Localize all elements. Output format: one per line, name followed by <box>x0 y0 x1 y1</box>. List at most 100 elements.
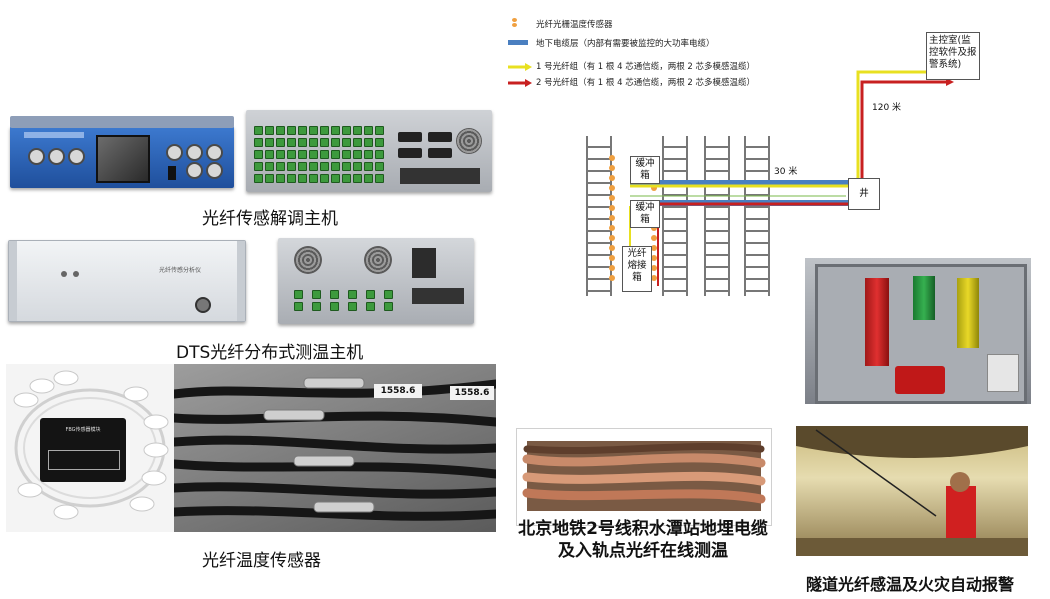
fiber-port <box>330 290 339 299</box>
fiber-port <box>320 138 329 147</box>
key-switch <box>168 166 176 180</box>
led-indicator <box>73 271 79 277</box>
caption-dts-host: DTS光纤分布式测温主机 <box>176 343 364 363</box>
panel-label-strip <box>24 132 84 138</box>
splice-box: 光纤熔接箱 <box>622 246 652 292</box>
fiber-port <box>312 302 321 311</box>
distance-label-30m: 30 米 <box>774 167 798 177</box>
dts-host-front-photo: 光纤传感分析仪 <box>8 240 246 322</box>
fiber-port <box>294 302 303 311</box>
fiber-port <box>364 162 373 171</box>
fiber-port <box>342 174 351 183</box>
red-terminal-base <box>895 366 945 394</box>
knob-icon <box>48 148 65 165</box>
manhole-box: 井 <box>848 178 880 210</box>
fiber-port <box>265 150 274 159</box>
fiber-port <box>254 174 263 183</box>
fiber-port <box>276 162 285 171</box>
fiber-port <box>309 162 318 171</box>
fiber-port-grid <box>254 126 394 188</box>
fiber-port <box>276 138 285 147</box>
fiber-port <box>331 138 340 147</box>
cable-tray-ladder <box>662 136 688 296</box>
rack-ear-right <box>237 241 245 321</box>
sensor-wavelength-label: 1558.6 <box>374 384 422 398</box>
power-socket <box>412 248 436 278</box>
dts-panel-label: 光纤传感分析仪 <box>159 267 202 274</box>
fiber-port <box>384 290 393 299</box>
fiber-port <box>353 138 362 147</box>
fiber-port <box>298 150 307 159</box>
fiber-port <box>294 290 303 299</box>
fiber-port <box>254 150 263 159</box>
copper-cables-illustration <box>522 441 766 511</box>
db9-connector <box>428 148 452 158</box>
sensor-module-box: FBG传感器模块 <box>40 418 126 482</box>
fiber-port <box>348 302 357 311</box>
fiber-port <box>265 138 274 147</box>
knob-icon <box>186 144 203 161</box>
fiber-port <box>254 138 263 147</box>
fiber-port <box>320 162 329 171</box>
caption-tunnel-alarm: 隧道光纤感温及火灾自动报警 <box>805 575 1014 594</box>
legend-item-label: 地下电缆层（内部有需要被监控的大功率电缆） <box>536 39 715 49</box>
caption-demod-host: 光纤传感解调主机 <box>202 209 338 229</box>
fiber-port <box>342 162 351 171</box>
cable-tray-ladder <box>704 136 730 296</box>
fiber-port <box>265 174 274 183</box>
fiber-port <box>309 138 318 147</box>
cable-layout-diagram: 缓冲箱 缓冲箱 光纤熔接箱 井 主控室(监控软件及报警系统) 120 米 30 … <box>566 28 1006 298</box>
fiber-port <box>342 138 351 147</box>
knob-icon <box>206 144 223 161</box>
fiber-port <box>375 174 384 183</box>
fiber-port <box>375 150 384 159</box>
knob-icon <box>166 144 183 161</box>
red-arrow-icon <box>508 79 532 87</box>
yellow-busbar <box>957 278 979 348</box>
fan-vent <box>294 246 322 274</box>
fiber-port <box>298 138 307 147</box>
led-indicator <box>61 271 67 277</box>
fiber-port <box>298 174 307 183</box>
fiber-port <box>375 162 384 171</box>
demod-host-top-shadow <box>10 116 234 128</box>
distance-label-120m: 120 米 <box>872 103 902 113</box>
sensor-box-label: FBG传感器模块 <box>65 427 101 433</box>
fiber-port <box>320 126 329 135</box>
fiber-port <box>320 174 329 183</box>
green-busbar <box>913 276 935 320</box>
fiber-port <box>342 126 351 135</box>
fiber-port <box>276 174 285 183</box>
fiber-port <box>364 150 373 159</box>
fiber-port <box>353 174 362 183</box>
fiber-port <box>309 126 318 135</box>
fan-vent <box>456 128 482 154</box>
legend: 光纤光栅温度传感器 地下电缆层（内部有需要被监控的大功率电缆） 1 号光纤组（有… <box>508 18 778 90</box>
fiber-probes-illustration <box>174 377 496 521</box>
fiber-port <box>331 162 340 171</box>
fiber-coil-illustration <box>13 370 169 520</box>
buffer-box-1: 缓冲箱 <box>630 156 660 184</box>
fiber-port <box>287 150 296 159</box>
sensor-dots-icon <box>512 18 517 27</box>
demod-host-rear-photo <box>246 110 492 192</box>
terminal-block <box>412 288 464 304</box>
fiber-port <box>276 126 285 135</box>
fiber-port <box>287 138 296 147</box>
rack-ear-left <box>9 241 17 321</box>
db9-connector <box>428 132 452 142</box>
fiber-port <box>353 162 362 171</box>
cabinet-monitoring-photo <box>805 258 1031 404</box>
fiber-port <box>342 150 351 159</box>
sensor-box-table <box>48 450 120 470</box>
knob-icon <box>206 162 223 179</box>
fiber-port <box>309 174 318 183</box>
fiber-port <box>353 126 362 135</box>
caption-fiber-sensor: 光纤温度传感器 <box>202 551 321 571</box>
fiber-port <box>353 150 362 159</box>
power-button-icon <box>195 297 211 313</box>
fiber-port <box>331 174 340 183</box>
knob-icon <box>28 148 45 165</box>
fiber-port <box>298 126 307 135</box>
legend-item-label: 光纤光栅温度传感器 <box>536 20 613 30</box>
